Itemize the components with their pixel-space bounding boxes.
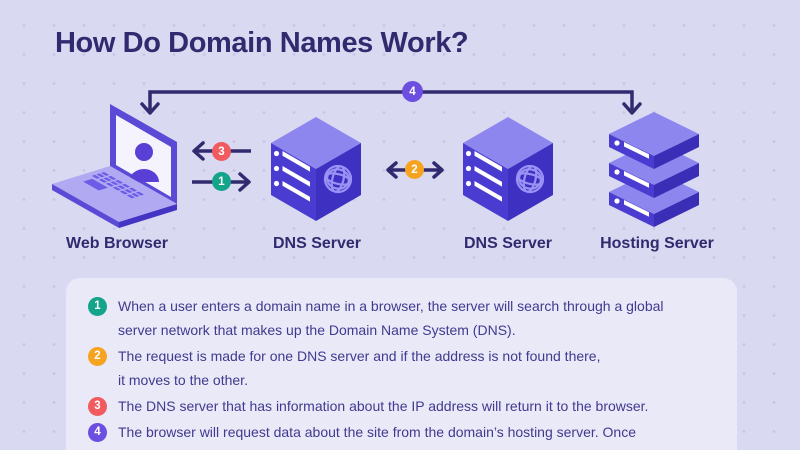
step3-text: The DNS server that has information abou…	[118, 398, 649, 414]
node-label-dns-server-2: DNS Server	[463, 235, 553, 252]
step2-badge: 2	[88, 346, 107, 366]
page-title: How Do Domain Names Work?	[55, 27, 469, 59]
step-item-1: 1 When a user enters a domain name in a …	[88, 294, 723, 342]
step1-text: When a user enters a domain name in a br…	[118, 298, 664, 338]
step3-badge-diagram: 3	[212, 142, 231, 161]
step3-badge: 3	[88, 396, 107, 416]
step4-text: The browser will request data about the …	[118, 424, 660, 450]
step4-badge: 4	[88, 422, 107, 442]
node-label-dns-server-1: DNS Server	[272, 235, 362, 252]
step1-badge: 1	[88, 296, 107, 316]
step4-badge-diagram: 4	[402, 81, 423, 102]
route-arrow-step4	[140, 90, 642, 115]
steps-panel: 1 When a user enters a domain name in a …	[66, 278, 737, 450]
node-label-web-browser: Web Browser	[66, 235, 168, 252]
globe-icon	[323, 164, 353, 194]
globe-icon	[515, 164, 545, 194]
step2-badge-diagram: 2	[405, 160, 424, 179]
node-label-hosting-server: Hosting Server	[600, 235, 714, 252]
dns-server-icon-1	[271, 117, 361, 221]
web-browser-icon	[52, 104, 177, 228]
step-item-2: 2 The request is made for one DNS server…	[88, 344, 723, 392]
step1-badge-diagram: 1	[212, 172, 231, 191]
step2-text: The request is made for one DNS server a…	[118, 348, 601, 388]
step-item-4: 4 The browser will request data about th…	[88, 420, 723, 450]
dns-server-icon-2	[463, 117, 553, 221]
step-item-3: 3 The DNS server that has information ab…	[88, 394, 723, 418]
hosting-server-icon	[609, 112, 699, 227]
